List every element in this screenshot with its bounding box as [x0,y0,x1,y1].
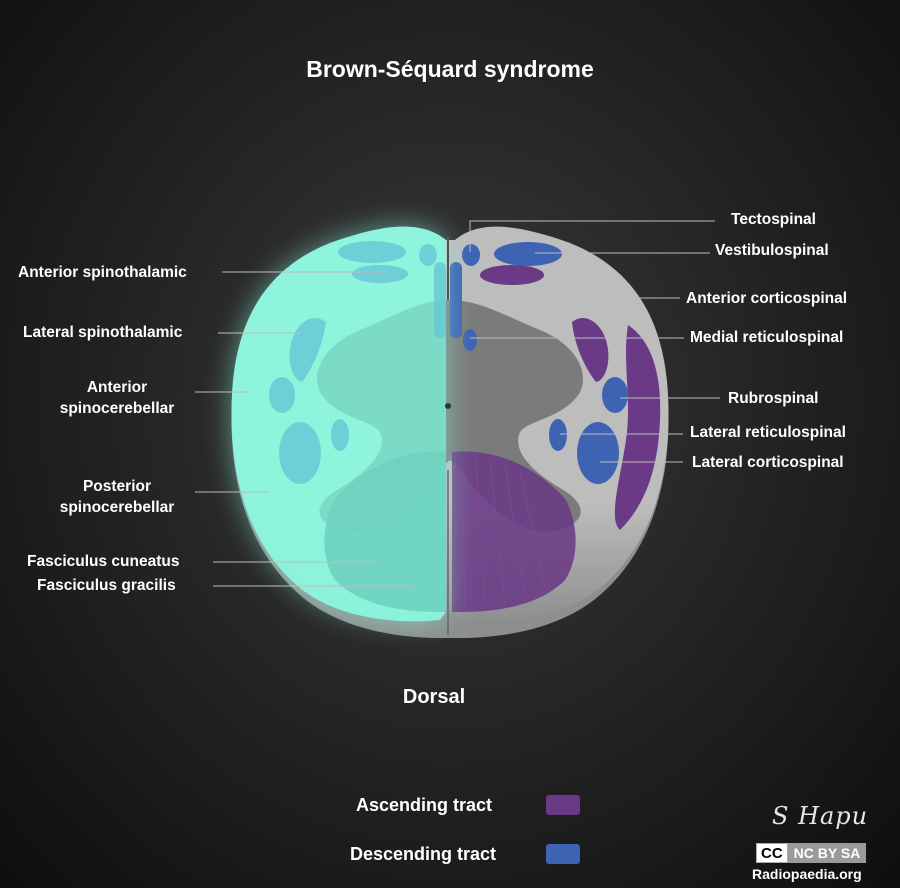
label-posterior-spinocerebellar: Posterior spinocerebellar [48,476,186,518]
label-anterior-spinocerebellar-line1: Anterior [86,379,148,396]
label-lateral-reticulospinal: Lateral reticulospinal [690,424,846,441]
tract-ventral-spinothalamic-right [480,265,544,285]
left-leader-lines [195,271,415,587]
legend-ascending-swatch [546,795,580,815]
label-vestibulospinal: Vestibulospinal [715,242,829,259]
orientation-label: Dorsal [402,686,466,708]
label-lateral-corticospinal: Lateral corticospinal [692,454,844,471]
cc-license-badge[interactable]: CC NC BY SA [756,843,867,863]
author-signature: S Hapu [772,802,869,830]
tract-tectospinal [462,244,480,266]
legend-descending-swatch [546,844,580,864]
label-posterior-spinocerebellar-line1: Posterior [82,478,152,495]
legend-descending-label: Descending tract [350,844,497,864]
tract-vestibulospinal [494,242,562,266]
cc-license-terms: NC BY SA [787,843,867,863]
label-anterior-corticospinal: Anterior corticospinal [686,290,848,307]
label-tectospinal: Tectospinal [731,211,816,228]
tract-lateral-reticulospinal [549,419,567,451]
label-anterior-spinocerebellar-line2: spinocerebellar [59,400,175,417]
tract-medial-reticulospinal [463,329,477,351]
right-leader-lines [462,220,720,463]
label-fasciculus-gracilis: Fasciculus gracilis [37,577,176,594]
cc-icon: CC [756,843,788,863]
diagram-title: Brown-Séquard syndrome [306,56,594,82]
label-lateral-spinothalamic: Lateral spinothalamic [23,324,183,341]
label-anterior-spinothalamic: Anterior spinothalamic [18,264,187,281]
label-anterior-spinocerebellar: Anterior spinocerebellar [48,377,186,419]
tract-lateral-spinothalamic-right [572,318,609,382]
label-rubrospinal: Rubrospinal [728,390,819,407]
label-fasciculus-cuneatus: Fasciculus cuneatus [27,553,180,570]
tract-spinocerebellar-right [614,325,661,530]
legend-ascending-label: Ascending tract [356,795,493,815]
label-medial-reticulospinal: Medial reticulospinal [690,329,844,346]
central-canal [445,403,451,409]
label-posterior-spinocerebellar-line2: spinocerebellar [59,499,175,516]
site-credit[interactable]: Radiopaedia.org [752,866,862,882]
tract-rubrospinal [602,377,628,413]
lesion-dorsal-column [324,451,446,612]
tract-anterior-corticospinal [450,262,462,338]
tract-lateral-corticospinal [577,422,619,484]
